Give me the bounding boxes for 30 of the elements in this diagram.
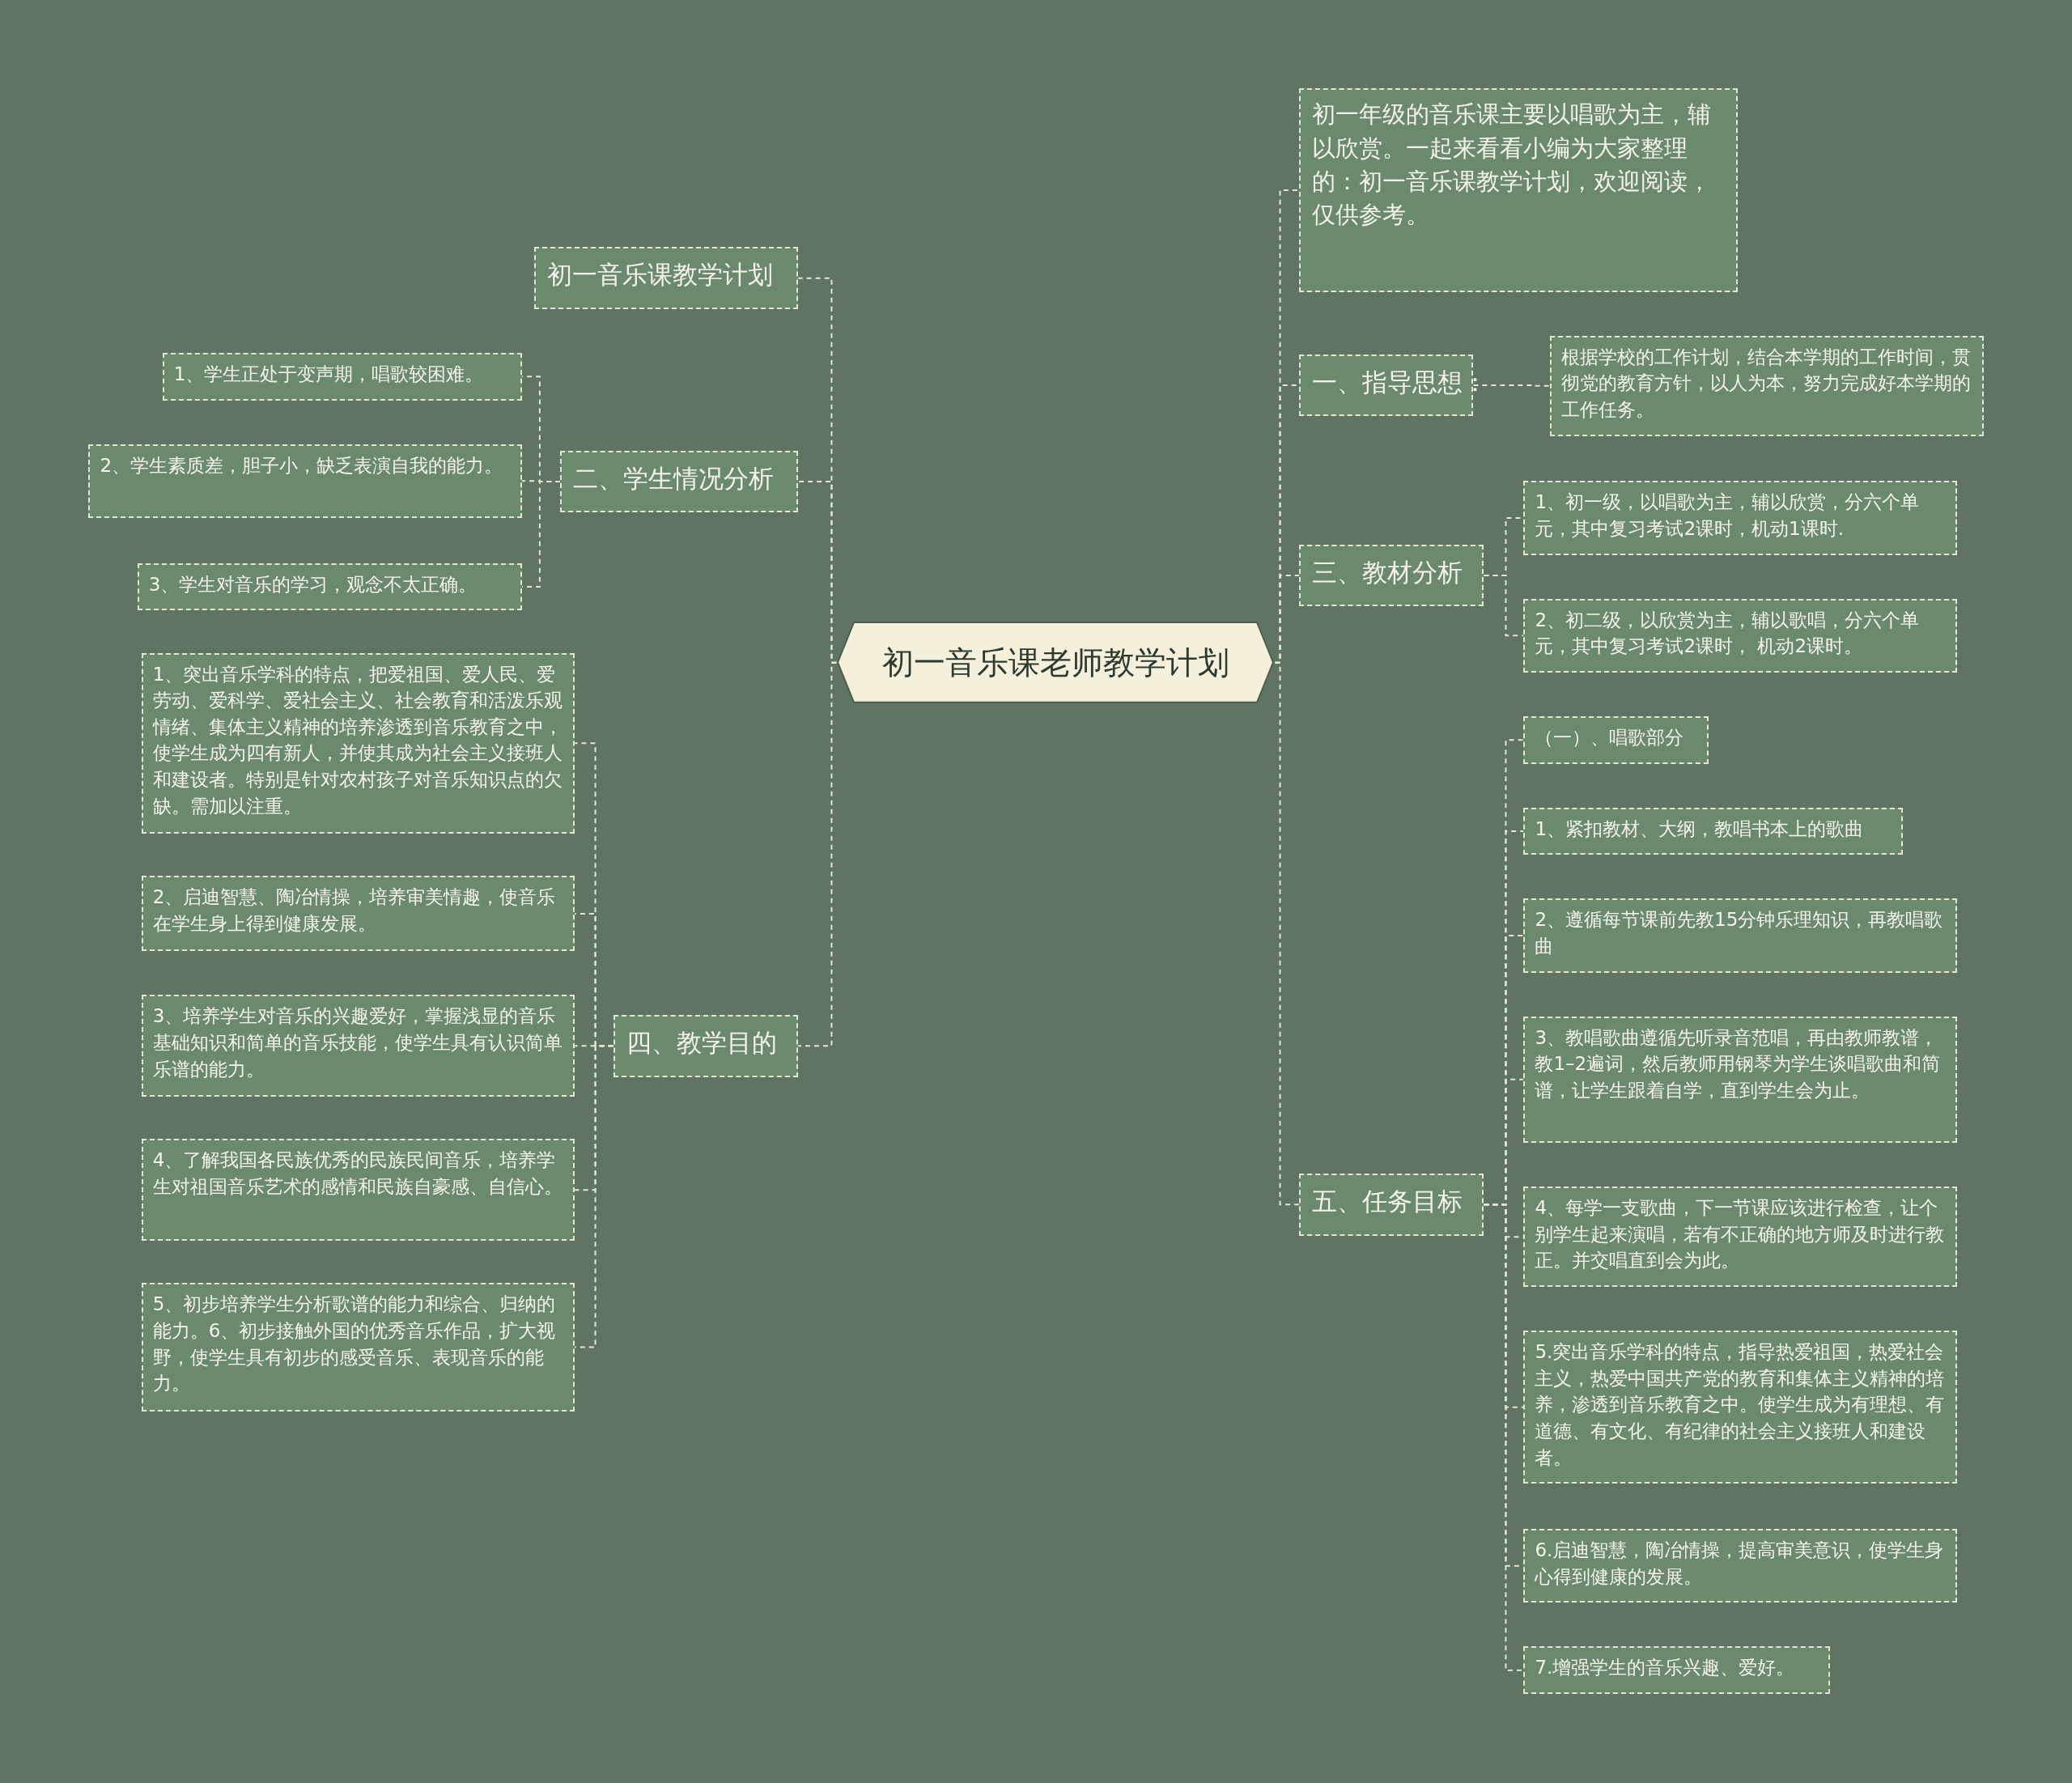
topic-box: 3、培养学生对音乐的兴趣爱好，掌握浅显的音乐基础知识和简单的音乐技能，使学生具有认识简单乐谱的能力。 — [141, 995, 575, 1097]
connector-line — [1472, 384, 1552, 387]
topic-box: 1、学生正处于变声期，唱歌较困难。 — [162, 352, 522, 401]
topic-box: 2、学生素质差，胆子小，缺乏表演自我的能力。 — [88, 444, 522, 518]
topic-box: 1、突出音乐学科的特点，把爱祖国、爱人民、爱劳动、爱科学、爱社会主义、社会教育和活泼乐观情绪、集体主义精神的培养渗透到音乐教育之中，使学生成为四有新人，并使其成为社会主义接班人和建设者。特别是针对农村孩子对音乐知识点的欠缺。需加以注重。 — [141, 652, 575, 834]
topic-box: 5.突出音乐学科的特点，指导热爱祖国，热爱社会主义，热爱中国共产党的教育和集体主义精神的培养，渗透到音乐教育之中。使学生成为有理想、有道德、有文化、有纪律的社会主义接班人和建设者。 — [1523, 1331, 1957, 1484]
topic-box: 3、学生对音乐的学习，观念不太正确。 — [137, 562, 522, 611]
connector-line — [1274, 661, 1300, 1206]
branch-box: 二、学生情况分析 — [560, 450, 799, 513]
central-topic: 初一音乐课老师教学计划 — [836, 621, 1276, 705]
topic-box: （一）、唱歌部分 — [1523, 715, 1709, 764]
topic-box: 2、初二级，以欣赏为主，辅以歌唱，分六个单元，其中复习考试2课时， 机动2课时。 — [1523, 598, 1957, 673]
topic-box: 5、初步培养学生分析歌谱的能力和综合、归纳的能力。6、初步接触外国的优秀音乐作品，扩大视野，使学生具有初步的感受音乐、表现音乐的能力。 — [141, 1283, 575, 1412]
topic-box: 6.启迪智慧，陶冶情操，提高审美意识，使学生身心得到健康的发展。 — [1523, 1528, 1957, 1603]
topic-box: 2、启迪智慧、陶冶情操，培养审美情趣，使音乐在学生身上得到健康发展。 — [141, 876, 575, 952]
connector-line — [1483, 575, 1525, 637]
topic-box: 4、了解我国各民族优秀的民族民间音乐，培养学生对祖国音乐艺术的感情和民族自豪感、自信心。 — [141, 1139, 575, 1242]
topic-box: 1、紧扣教材、大纲，教唱书本上的歌曲 — [1523, 807, 1903, 855]
branch-box: 五、任务目标 — [1298, 1173, 1484, 1236]
branch-box: 四、教学目的 — [613, 1014, 799, 1077]
branch-box: 三、教材分析 — [1298, 544, 1484, 607]
topic-box: 2、遵循每节课前先教15分钟乐理知识，再教唱歌曲 — [1523, 898, 1957, 973]
topic-box: 根据学校的工作计划，结合本学期的工作时间，贯彻党的教育方针，以人为本，努力完成好本学期的工作任务。 — [1550, 335, 1984, 436]
topic-box: 1、初一级，以唱歌为主，辅以欣赏，分六个单元，其中复习考试2课时，机动1课时. — [1523, 481, 1957, 555]
branch-box: 初一音乐课教学计划 — [533, 247, 799, 310]
connector-line — [797, 661, 838, 1047]
topic-box: 初一年级的音乐课主要以唱歌为主，辅以欣赏。一起来看看小编为大家整理的：初一音乐课教学计划，欢迎阅读，仅供参考。 — [1298, 88, 1738, 292]
topic-box: 4、每学一支歌曲，下一节课应该进行检查，让个别学生起来演唱，若有不正确的地方师及时进行教正。并交唱直到会为此。 — [1523, 1187, 1957, 1288]
topic-box: 3、教唱歌曲遵循先听录音范唱，再由教师教谱，教1–2遍词，然后教师用钢琴为学生谈唱歌曲和简谱，让学生跟着自学，直到学生会为止。 — [1523, 1016, 1957, 1144]
topic-box: 7.增强学生的音乐兴趣、爱好。 — [1523, 1646, 1831, 1695]
